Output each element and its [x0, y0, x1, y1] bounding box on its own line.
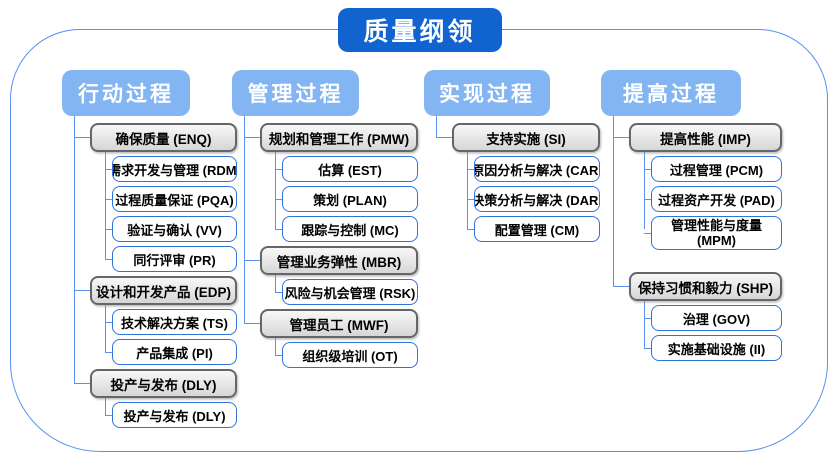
child-branch: 产品集成 (PI)	[105, 335, 237, 365]
child-branch: 治理 (GOV)	[644, 301, 782, 335]
child-list: 投产与发布 (DLY)	[105, 398, 237, 428]
child-branch: 估算 (EST)	[275, 152, 418, 186]
group-list: 支持实施 (SI) 原因分析与解决 (CAR) 决策分析与解决 (DAR) 配置…	[436, 116, 600, 242]
process-item-box: 实施基础设施 (II)	[651, 335, 782, 361]
process-group-box: 设计和开发产品 (EDP)	[90, 276, 237, 305]
child-list: 过程管理 (PCM) 过程资产开发 (PAD) 管理性能与度量 (MPM)	[644, 152, 782, 250]
child-branch: 过程管理 (PCM)	[644, 152, 782, 186]
child-list: 技术解决方案 (TS) 产品集成 (PI)	[105, 305, 237, 365]
column-header: 管理过程	[232, 70, 359, 116]
diagram-title: 质量纲领	[337, 8, 502, 52]
group-branch: 管理员工 (MWF) 组织级培训 (OT)	[244, 302, 418, 368]
child-branch: 配置管理 (CM)	[467, 212, 600, 242]
process-group-box: 保持习惯和毅力 (SHP)	[629, 272, 782, 301]
process-group-box: 投产与发布 (DLY)	[90, 369, 237, 398]
column-improvement-process: 提高过程 提高性能 (IMP) 过程管理 (PCM) 过程资产开发 (PAD) …	[601, 70, 782, 365]
column-header: 实现过程	[424, 70, 550, 116]
process-item-box: 决策分析与解决 (DAR)	[474, 186, 600, 212]
group-list: 规划和管理工作 (PMW) 估算 (EST) 策划 (PLAN) 跟踪与控制 (…	[244, 116, 418, 368]
column-action-process: 行动过程 确保质量 (ENQ) 需求开发与管理 (RDM) 过程质量保证 (PQ…	[62, 70, 237, 432]
group-branch: 设计和开发产品 (EDP) 技术解决方案 (TS) 产品集成 (PI)	[74, 269, 237, 369]
process-item-box: 验证与确认 (VV)	[112, 216, 237, 242]
child-branch: 过程资产开发 (PAD)	[644, 182, 782, 216]
process-item-box: 过程管理 (PCM)	[651, 156, 782, 182]
group-branch: 管理业务弹性 (MBR) 风险与机会管理 (RSK)	[244, 239, 418, 309]
group-list: 确保质量 (ENQ) 需求开发与管理 (RDM) 过程质量保证 (PQA) 验证…	[74, 116, 237, 428]
group-branch: 确保质量 (ENQ) 需求开发与管理 (RDM) 过程质量保证 (PQA) 验证…	[74, 116, 237, 276]
process-group-box: 管理员工 (MWF)	[260, 309, 418, 338]
child-branch: 过程质量保证 (PQA)	[105, 182, 237, 216]
group-branch: 保持习惯和毅力 (SHP) 治理 (GOV) 实施基础设施 (II)	[613, 239, 782, 361]
column-header: 行动过程	[62, 70, 190, 116]
process-item-box: 组织级培训 (OT)	[282, 342, 418, 368]
process-group-box: 管理业务弹性 (MBR)	[260, 246, 418, 275]
child-list: 治理 (GOV) 实施基础设施 (II)	[644, 301, 782, 361]
child-branch: 原因分析与解决 (CAR)	[467, 152, 600, 186]
process-item-box: 风险与机会管理 (RSK)	[282, 279, 418, 305]
process-item-box: 投产与发布 (DLY)	[112, 402, 237, 428]
child-branch: 组织级培训 (OT)	[275, 338, 418, 368]
process-group-box: 支持实施 (SI)	[452, 123, 600, 152]
column-management-process: 管理过程 规划和管理工作 (PMW) 估算 (EST) 策划 (PLAN) 跟踪…	[232, 70, 418, 372]
group-branch: 规划和管理工作 (PMW) 估算 (EST) 策划 (PLAN) 跟踪与控制 (…	[244, 116, 418, 246]
process-item-box: 产品集成 (PI)	[112, 339, 237, 365]
child-branch: 实施基础设施 (II)	[644, 331, 782, 361]
process-item-box: 管理性能与度量 (MPM)	[651, 216, 782, 250]
process-item-box: 技术解决方案 (TS)	[112, 309, 237, 335]
group-branch: 投产与发布 (DLY) 投产与发布 (DLY)	[74, 362, 237, 428]
child-branch: 管理性能与度量 (MPM)	[644, 212, 782, 250]
child-branch: 需求开发与管理 (RDM)	[105, 152, 237, 186]
column-header: 提高过程	[601, 70, 741, 116]
child-branch: 策划 (PLAN)	[275, 182, 418, 216]
process-item-box: 需求开发与管理 (RDM)	[112, 156, 237, 182]
child-list: 原因分析与解决 (CAR) 决策分析与解决 (DAR) 配置管理 (CM)	[467, 152, 600, 242]
child-list: 估算 (EST) 策划 (PLAN) 跟踪与控制 (MC)	[275, 152, 418, 242]
child-branch: 技术解决方案 (TS)	[105, 305, 237, 339]
child-branch: 验证与确认 (VV)	[105, 212, 237, 246]
child-list: 组织级培训 (OT)	[275, 338, 418, 368]
process-item-box: 过程质量保证 (PQA)	[112, 186, 237, 212]
process-item-box: 估算 (EST)	[282, 156, 418, 182]
group-branch: 提高性能 (IMP) 过程管理 (PCM) 过程资产开发 (PAD) 管理性能与…	[613, 116, 782, 254]
process-item-box: 同行评审 (PR)	[112, 246, 237, 272]
column-implementation-process: 实现过程 支持实施 (SI) 原因分析与解决 (CAR) 决策分析与解决 (DA…	[424, 70, 600, 246]
child-branch: 跟踪与控制 (MC)	[275, 212, 418, 242]
process-group-box: 提高性能 (IMP)	[629, 123, 782, 152]
group-list: 提高性能 (IMP) 过程管理 (PCM) 过程资产开发 (PAD) 管理性能与…	[613, 116, 782, 361]
child-list: 风险与机会管理 (RSK)	[275, 275, 418, 305]
process-item-box: 过程资产开发 (PAD)	[651, 186, 782, 212]
process-item-box: 跟踪与控制 (MC)	[282, 216, 418, 242]
process-item-box: 治理 (GOV)	[651, 305, 782, 331]
child-branch: 投产与发布 (DLY)	[105, 398, 237, 428]
process-item-box: 原因分析与解决 (CAR)	[474, 156, 600, 182]
process-group-box: 规划和管理工作 (PMW)	[260, 123, 418, 152]
process-item-box: 策划 (PLAN)	[282, 186, 418, 212]
child-branch: 风险与机会管理 (RSK)	[275, 275, 418, 305]
child-branch: 同行评审 (PR)	[105, 242, 237, 272]
child-branch: 决策分析与解决 (DAR)	[467, 182, 600, 216]
process-group-box: 确保质量 (ENQ)	[90, 123, 237, 152]
group-branch: 支持实施 (SI) 原因分析与解决 (CAR) 决策分析与解决 (DAR) 配置…	[436, 116, 600, 242]
child-list: 需求开发与管理 (RDM) 过程质量保证 (PQA) 验证与确认 (VV) 同行…	[105, 152, 237, 272]
process-item-box: 配置管理 (CM)	[474, 216, 600, 242]
